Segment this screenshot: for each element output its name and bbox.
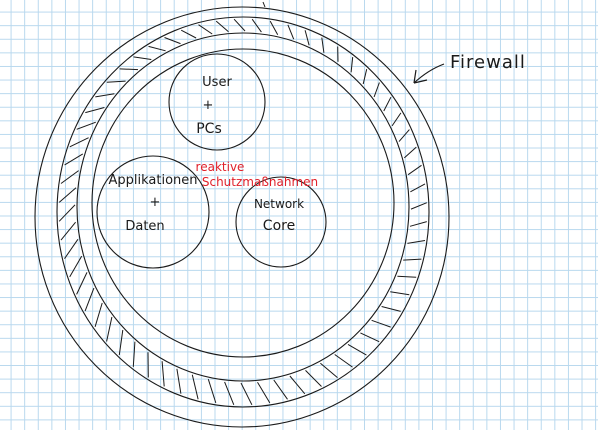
hatch-mark <box>58 187 77 203</box>
hatch-mark <box>198 24 213 35</box>
hatch-mark <box>381 306 401 312</box>
hatch-mark <box>233 18 246 32</box>
hatch-mark <box>410 183 426 193</box>
hatch-mark <box>60 221 76 241</box>
hatch-mark <box>410 202 427 210</box>
users-plus: + <box>203 98 214 113</box>
hatch-mark <box>269 20 279 36</box>
hatch-mark <box>60 170 79 184</box>
applications-label: Applikationen <box>108 173 197 188</box>
pcs-label: PCs <box>196 121 222 137</box>
outer-ring <box>34 6 450 428</box>
hatch-mark <box>180 29 197 39</box>
hatch-mark <box>76 121 96 130</box>
hatch-mark <box>58 204 76 222</box>
hatch-mark <box>64 239 79 259</box>
hatch-mark <box>397 275 417 278</box>
hatch-mark <box>191 374 199 400</box>
hatch-mark <box>409 221 427 227</box>
network-label: Network <box>254 197 304 211</box>
hatch-mark <box>69 137 89 148</box>
hatch-mark <box>373 82 380 98</box>
hatch-mark <box>176 368 182 394</box>
hatch-mark <box>407 164 422 176</box>
hatch-mark <box>360 332 380 343</box>
hatch-mark <box>207 379 217 404</box>
hatch-mark <box>119 68 139 71</box>
firewall-arrow <box>413 63 445 84</box>
hatch-mark <box>240 382 253 406</box>
hatch-mark <box>362 68 368 85</box>
hatch-mark <box>94 302 103 327</box>
hatch-mark <box>350 57 354 73</box>
hatch-mark <box>320 362 338 378</box>
hatch-mark <box>390 291 410 296</box>
hatch-mark <box>251 18 262 33</box>
hatch-mark <box>383 96 392 112</box>
hatch-mark <box>224 381 235 405</box>
hatch-mark <box>148 45 166 52</box>
hatch-mark <box>257 382 271 404</box>
network-core-circle <box>235 176 327 268</box>
hatch-mark <box>69 255 83 278</box>
hatch-mark <box>85 107 105 114</box>
hatch-mark <box>132 341 136 367</box>
hatch-mark <box>76 272 88 295</box>
perimeter-ring <box>91 48 395 358</box>
firewall-ring-outer <box>56 16 430 408</box>
hatch-mark <box>84 287 95 312</box>
users-label: User <box>202 75 232 90</box>
hatch-mark <box>95 93 115 98</box>
hatch-mark <box>403 258 422 261</box>
hatch-mark <box>334 354 353 368</box>
hatch-mark <box>106 316 113 342</box>
firewall-hatching <box>58 18 427 406</box>
reactive-label: reaktive <box>196 160 245 174</box>
hatch-mark <box>398 129 410 142</box>
hatch-mark <box>161 361 165 387</box>
hatch-mark <box>133 56 152 60</box>
hatch-mark <box>289 375 306 395</box>
hatch-mark <box>215 20 229 33</box>
hatch-mark <box>118 329 124 355</box>
hatch-mark <box>407 240 426 244</box>
applications-plus: + <box>150 195 161 210</box>
core-label: Core <box>263 218 295 234</box>
hatch-mark <box>403 146 417 159</box>
hatch-mark <box>391 112 402 127</box>
top-mark <box>262 1 266 8</box>
hatch-mark <box>273 379 288 400</box>
hatch-mark <box>64 153 84 166</box>
hatch-mark <box>347 343 367 356</box>
hatch-mark <box>304 30 310 46</box>
firewall-ring-inner <box>76 32 410 382</box>
hatch-mark <box>321 37 325 53</box>
data-label: Daten <box>125 219 164 234</box>
users-circle <box>168 53 266 151</box>
firewall-label: Firewall <box>450 52 526 73</box>
protective-measures-label: Schutzmaßnahmen <box>202 175 318 189</box>
hatch-mark <box>164 37 181 45</box>
hatch-mark <box>305 370 322 387</box>
hatch-mark <box>371 319 391 328</box>
applications-circle <box>96 155 210 269</box>
hatch-mark <box>287 24 295 40</box>
hatch-mark <box>106 80 126 83</box>
